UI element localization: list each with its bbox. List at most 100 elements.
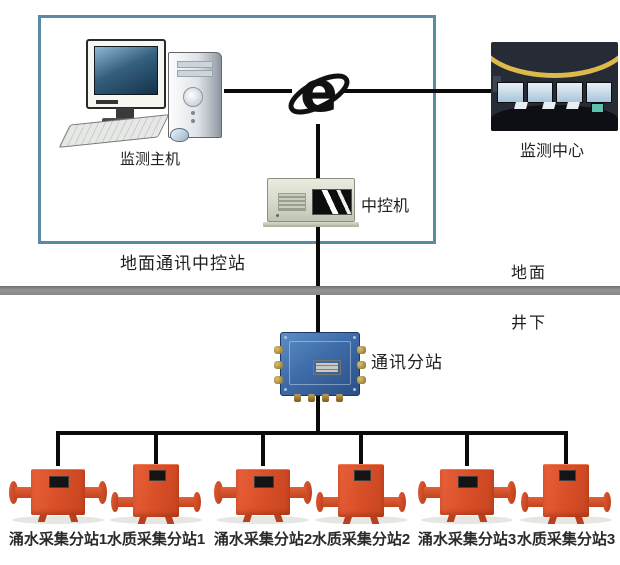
device-leg xyxy=(477,514,488,522)
device-shadow xyxy=(421,516,513,524)
cable-gland xyxy=(336,394,343,402)
device-shadow xyxy=(520,516,612,524)
desk-paper xyxy=(566,102,580,109)
monitor-host-label: 监测主机 xyxy=(119,151,180,168)
device-label-3: 涌水采集分站2 xyxy=(213,531,313,548)
surface-station-label: 地面通讯中控站 xyxy=(120,254,246,273)
crt-monitor xyxy=(86,39,166,109)
svg-text:e: e xyxy=(300,60,338,125)
video-wall xyxy=(497,82,612,103)
power-button xyxy=(191,111,195,115)
device-leg xyxy=(68,514,79,522)
ipc-led xyxy=(276,214,279,217)
drop-line-3 xyxy=(261,435,265,466)
pipe-flange xyxy=(111,492,119,512)
ipc-base xyxy=(263,222,359,227)
pc-tower xyxy=(168,52,222,138)
device-water-quality-1 xyxy=(106,464,206,526)
ceiling-light-arc xyxy=(491,42,618,78)
drop-line-1 xyxy=(56,435,60,466)
device-label-5: 涌水采集分站3 xyxy=(417,531,517,548)
monitor-controls xyxy=(96,100,118,104)
comm-substation-image xyxy=(274,330,366,402)
drop-line-5 xyxy=(465,435,469,466)
wall-screen xyxy=(585,82,612,103)
surface-station-box xyxy=(38,15,436,244)
line-network-to-control xyxy=(316,124,320,178)
pipe-flange xyxy=(507,481,516,504)
device-label-2: 水质采集分站1 xyxy=(106,531,206,548)
cable-gland xyxy=(274,346,283,354)
device-display xyxy=(559,470,576,481)
control-machine-image xyxy=(263,174,359,228)
device-label-4: 水质采集分站2 xyxy=(311,531,411,548)
drive-bay xyxy=(177,61,213,68)
pipe xyxy=(15,487,32,498)
mouse xyxy=(170,128,189,142)
cable-gland xyxy=(357,361,366,369)
ipc-display xyxy=(312,189,352,215)
surface-label: 地面 xyxy=(511,265,548,282)
drive-bay xyxy=(177,70,213,77)
device-water-inflow-1 xyxy=(8,464,108,526)
wall-screen xyxy=(526,82,553,103)
monitor-stand xyxy=(116,108,134,120)
keyboard xyxy=(58,114,170,148)
pipe-flange xyxy=(214,481,223,504)
cable-gland xyxy=(294,394,301,402)
pipe xyxy=(84,487,101,498)
device-shadow xyxy=(12,516,104,524)
device-display xyxy=(49,476,69,488)
cable-gland xyxy=(357,376,366,384)
pipe-flange xyxy=(303,481,312,504)
screw xyxy=(353,388,356,391)
device-display xyxy=(458,476,478,488)
desk-terminal xyxy=(591,103,604,113)
cable-gland xyxy=(274,361,283,369)
wall-screen xyxy=(556,82,583,103)
cable-gland xyxy=(357,346,366,354)
pipe-flange xyxy=(316,492,324,512)
monitor-host-image xyxy=(58,36,244,154)
desk-paper xyxy=(514,102,528,109)
drop-line-4 xyxy=(359,435,363,466)
line-host-to-network xyxy=(224,89,292,93)
monitor-center-photo xyxy=(491,42,618,131)
pipe xyxy=(528,497,544,507)
comm-substation-label: 通讯分站 xyxy=(371,353,443,372)
screw xyxy=(353,336,356,339)
wall-screen xyxy=(497,82,524,103)
drop-line-6 xyxy=(564,435,568,466)
ipc-chassis xyxy=(267,178,355,222)
device-label-6: 水质采集分站3 xyxy=(516,531,616,548)
pipe xyxy=(383,497,399,507)
pipe xyxy=(118,497,134,507)
line-substation-to-bus xyxy=(316,396,320,433)
device-display xyxy=(149,470,166,481)
cable-gland xyxy=(274,376,283,384)
pipe xyxy=(493,487,510,498)
pipe-flange xyxy=(9,481,18,504)
device-shadow xyxy=(110,516,202,524)
pipe-flange xyxy=(398,492,406,512)
drop-line-2 xyxy=(154,435,158,466)
device-leg xyxy=(273,514,284,522)
device-shadow xyxy=(217,516,309,524)
control-machine-label: 中控机 xyxy=(361,198,410,215)
reset-button xyxy=(191,119,195,123)
pipe xyxy=(323,497,339,507)
cable-gland xyxy=(322,394,329,402)
device-water-quality-2 xyxy=(311,464,411,526)
cable-gland xyxy=(308,394,315,402)
screw xyxy=(284,388,287,391)
bus-line xyxy=(56,431,568,435)
substation-panel xyxy=(289,341,351,385)
device-shadow xyxy=(315,516,407,524)
device-label-1: 涌水采集分站1 xyxy=(8,531,108,548)
pipe xyxy=(220,487,237,498)
pipe xyxy=(424,487,441,498)
pipe-flange xyxy=(98,481,107,504)
underground-label: 井下 xyxy=(511,315,548,332)
desk-paper xyxy=(542,102,556,109)
